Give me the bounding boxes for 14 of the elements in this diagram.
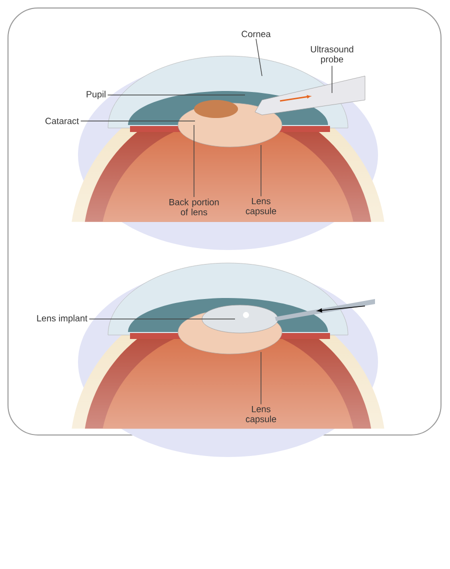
label-text: Lens implant xyxy=(37,314,88,324)
label-text: Ultrasound probe xyxy=(310,46,354,64)
label-text: Lens capsule xyxy=(246,198,276,216)
leader-line xyxy=(260,144,262,197)
leader-line xyxy=(107,94,246,96)
label-text: Cornea xyxy=(242,30,271,38)
leader-line xyxy=(88,318,236,320)
leader-line xyxy=(80,120,196,122)
label-text: Pupil xyxy=(86,90,106,100)
label-text: Lens capsule xyxy=(246,406,276,424)
label-text: Cataract xyxy=(45,118,79,124)
label-text: Back portion of lens xyxy=(169,198,219,216)
leader-line xyxy=(256,38,262,76)
leader-line xyxy=(260,352,262,405)
